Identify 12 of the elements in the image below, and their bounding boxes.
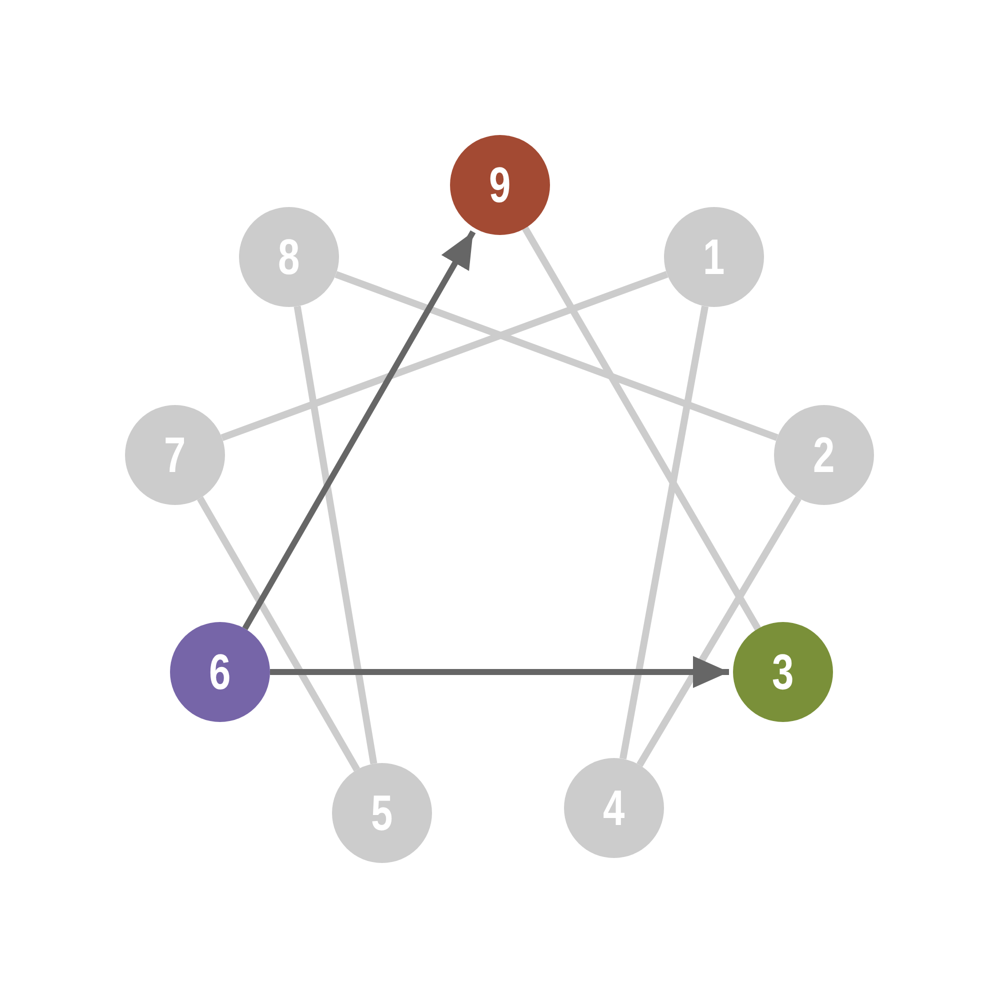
connector-line (334, 271, 778, 441)
number-label: 6 (209, 647, 231, 697)
connector-line (197, 496, 360, 772)
number-label: 3 (772, 647, 794, 697)
connector-line (294, 306, 378, 764)
connector-line (636, 496, 802, 767)
connector-line (522, 226, 761, 631)
arrow (242, 230, 476, 630)
connector-line (619, 306, 709, 760)
number-label: 9 (489, 160, 511, 210)
connector-line (220, 270, 668, 442)
arrow (270, 656, 729, 688)
